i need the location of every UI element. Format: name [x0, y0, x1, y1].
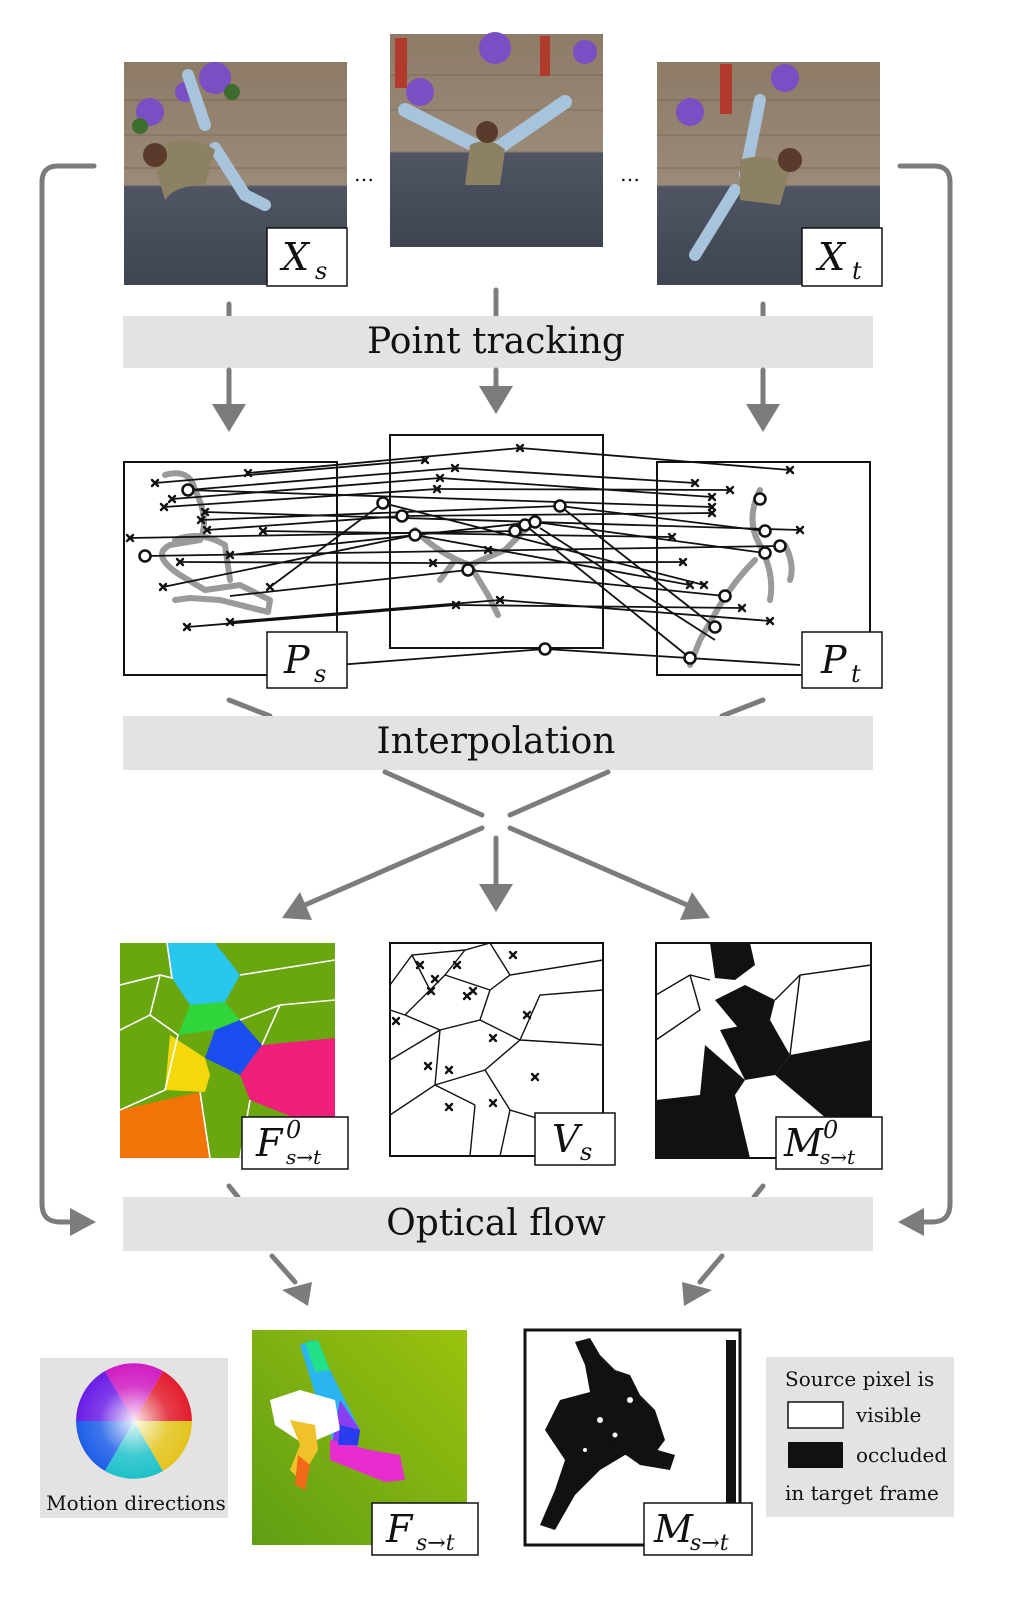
svg-text:V: V	[552, 1117, 583, 1161]
frame-ellipsis-left: …	[354, 162, 374, 186]
tag-xs: X s	[266, 227, 348, 287]
svg-text:s: s	[580, 1138, 592, 1166]
svg-text:s→t: s→t	[820, 1145, 856, 1169]
visibility-legend-title: Source pixel is	[785, 1367, 934, 1391]
svg-text:F: F	[385, 1507, 414, 1551]
motion-legend-caption: Motion directions	[46, 1491, 226, 1515]
interpolation-label: Interpolation	[377, 721, 616, 762]
visibility-legend: Source pixel is visible occluded in targ…	[766, 1357, 954, 1517]
svg-text:s: s	[314, 660, 326, 688]
tag-pt: P t	[801, 631, 883, 689]
occluded-swatch	[788, 1442, 843, 1468]
tag-ps: P s	[266, 631, 348, 689]
frame-ellipsis-right: …	[620, 162, 640, 186]
svg-text:F: F	[255, 1121, 284, 1165]
visibility-legend-footer: in target frame	[785, 1481, 939, 1505]
svg-text:M: M	[783, 1121, 824, 1165]
svg-text:X: X	[279, 235, 311, 279]
point-tracking-label: Point tracking	[367, 321, 625, 362]
track-o-marks	[138, 483, 787, 665]
mask-output-tag: M s→t	[643, 1502, 753, 1556]
flow-init-panel	[119, 942, 336, 1159]
svg-text:M: M	[653, 1507, 694, 1551]
color-wheel	[76, 1363, 192, 1479]
voronoi-tag: V s	[534, 1112, 616, 1166]
flow-init-tag: F 0 s→t	[241, 1116, 349, 1170]
mask-init-tag: M 0 s→t	[775, 1116, 883, 1170]
svg-text:s: s	[315, 257, 327, 285]
track-lines	[129, 447, 801, 666]
svg-text:s→t: s→t	[690, 1531, 729, 1556]
svg-text:t: t	[852, 257, 862, 285]
svg-text:s→t: s→t	[416, 1531, 455, 1556]
occluded-label: occluded	[856, 1443, 947, 1467]
visible-swatch	[787, 1401, 844, 1429]
motion-legend: Motion directions	[40, 1358, 228, 1518]
visible-label: visible	[855, 1403, 921, 1427]
interpolation-stage: Interpolation	[123, 697, 873, 920]
optical-flow-stage: Optical flow	[39, 163, 953, 1306]
optical-flow-label: Optical flow	[386, 1203, 606, 1244]
track-x-marks	[125, 443, 805, 632]
frame-middle	[390, 32, 603, 247]
svg-text:s→t: s→t	[286, 1145, 322, 1169]
svg-text:P: P	[820, 638, 848, 682]
flow-output-tag: F s→t	[371, 1502, 479, 1556]
tag-xt: X t	[801, 227, 883, 287]
point-tracking-stage: Point tracking	[123, 287, 873, 432]
svg-text:t: t	[851, 660, 861, 688]
track-panels	[123, 434, 871, 676]
svg-text:0: 0	[823, 1116, 838, 1144]
frame-source	[124, 62, 347, 285]
svg-text:X: X	[815, 235, 847, 279]
dancer-figure	[182, 69, 271, 211]
svg-text:0: 0	[286, 1116, 301, 1144]
svg-text:P: P	[283, 638, 311, 682]
